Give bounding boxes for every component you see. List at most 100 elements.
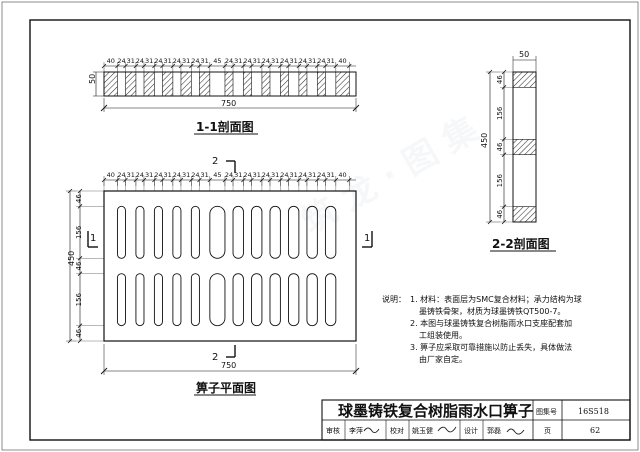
dimension-label: 31 bbox=[326, 57, 334, 65]
atlas-number: 16S518 bbox=[578, 407, 609, 416]
dimension-label: 45 bbox=[213, 57, 221, 65]
section-1-1-profile bbox=[103, 71, 357, 97]
dimension-label: 24 bbox=[173, 57, 181, 65]
dimension-tick bbox=[178, 63, 184, 69]
dimension-label: 31 bbox=[234, 171, 242, 179]
grate-slot bbox=[306, 273, 318, 327]
grate-slot bbox=[153, 205, 163, 259]
dimension-label: 24 bbox=[243, 171, 251, 179]
notes-heading: 说明： bbox=[382, 294, 406, 304]
page-number: 62 bbox=[590, 426, 600, 435]
dimension-tick bbox=[133, 63, 139, 69]
dimension-tick bbox=[487, 219, 493, 225]
plan-title: 箅子平面图 bbox=[196, 380, 256, 395]
dimension-label: 31 bbox=[127, 57, 135, 65]
dimension-tick bbox=[315, 63, 320, 69]
dimension-tick bbox=[501, 85, 507, 90]
dimension-tick bbox=[77, 271, 83, 276]
dimension-tick bbox=[501, 137, 507, 142]
section-2-2-rib bbox=[512, 71, 537, 88]
dimension-label: 24 bbox=[225, 57, 233, 65]
section-2-2-rib bbox=[512, 139, 537, 155]
dimension-tick bbox=[230, 63, 236, 69]
grate-slot bbox=[116, 205, 126, 259]
review-label: 审核 bbox=[326, 426, 340, 435]
dimension-label: 40 bbox=[338, 171, 346, 179]
dimension-label: 24 bbox=[136, 171, 144, 179]
dimension-tick bbox=[67, 188, 73, 194]
cut-2-top-label: 2 bbox=[212, 156, 218, 167]
section-1-1-rib bbox=[317, 71, 326, 97]
cut-1-right-label: 1 bbox=[364, 233, 370, 244]
dimension-label: 24 bbox=[280, 171, 288, 179]
grate-slot bbox=[116, 273, 126, 327]
designer-name: 郭磊 bbox=[487, 426, 501, 435]
section-1-1-rib bbox=[199, 71, 211, 97]
check-label: 校对 bbox=[390, 426, 404, 435]
dimension-label: 31 bbox=[127, 171, 135, 179]
dimension-label: 31 bbox=[271, 171, 279, 179]
dimension-label: 24 bbox=[154, 57, 162, 65]
dimension-label: 24 bbox=[191, 57, 199, 65]
dimension-label: 46 bbox=[75, 261, 83, 270]
dimension-label: 156 bbox=[496, 173, 504, 187]
grate-outline bbox=[103, 190, 357, 342]
grate-slot bbox=[324, 273, 337, 327]
dimension-label: 31 bbox=[200, 171, 208, 179]
dimension-tick bbox=[77, 323, 83, 328]
dimension-label: 31 bbox=[145, 171, 153, 179]
dimension-label: 46 bbox=[75, 194, 83, 203]
section-2-2-total-dim: 450 bbox=[480, 133, 489, 148]
dimension-tick bbox=[170, 63, 176, 69]
grate-slot bbox=[269, 205, 281, 259]
atlas-label: 图集号 bbox=[536, 407, 557, 416]
dimension-tick bbox=[333, 63, 339, 69]
dimension-tick bbox=[160, 63, 165, 69]
plan-width-dim: 750 bbox=[221, 361, 236, 370]
dimension-tick bbox=[487, 69, 493, 75]
section-1-1-rib bbox=[224, 71, 234, 97]
grate-slot bbox=[153, 273, 163, 327]
grate-slot bbox=[324, 205, 337, 259]
dimension-label: 31 bbox=[290, 57, 298, 65]
section-1-1-rib bbox=[261, 71, 271, 97]
note-2-line-2: 工组装使用。 bbox=[419, 330, 467, 340]
checker-name: 姚玉健 bbox=[412, 426, 433, 435]
dimension-tick bbox=[123, 63, 128, 69]
section-2-2-profile bbox=[512, 71, 537, 223]
dimension-label: 31 bbox=[308, 57, 316, 65]
section-1-1-rib bbox=[298, 71, 308, 97]
dimension-label: 24 bbox=[317, 57, 325, 65]
dimension-tick bbox=[286, 63, 291, 69]
dimension-label: 31 bbox=[253, 57, 261, 65]
note-1-line-2: 墨铸铁骨架，材质为球墨铸铁QT500-7。 bbox=[419, 306, 565, 316]
dimension-tick bbox=[115, 63, 120, 69]
section-2-2-rib bbox=[512, 206, 537, 223]
dimension-tick bbox=[249, 63, 254, 69]
grate-slot bbox=[306, 205, 318, 259]
dimension-tick bbox=[101, 63, 107, 69]
section-1-1-title: 1-1剖面图 bbox=[196, 119, 254, 134]
grate-slot bbox=[251, 205, 263, 259]
section-1-1-rib bbox=[335, 71, 350, 97]
dimension-tick bbox=[501, 219, 507, 225]
dimension-label: 24 bbox=[117, 57, 125, 65]
grate-slot bbox=[135, 205, 145, 259]
dimension-tick bbox=[197, 63, 202, 69]
dimension-label: 24 bbox=[154, 171, 162, 179]
grate-slots bbox=[116, 205, 337, 327]
section-1-1-rib bbox=[243, 71, 252, 97]
checker-signature bbox=[437, 426, 457, 433]
dimension-label: 24 bbox=[191, 171, 199, 179]
dimension-label: 24 bbox=[117, 171, 125, 179]
grate-slot bbox=[135, 273, 145, 327]
section-1-1-width-dim: 750 bbox=[221, 99, 236, 108]
main-title: 球墨铸铁复合树脂雨水口箅子 bbox=[338, 402, 533, 420]
dimension-label: 24 bbox=[173, 171, 181, 179]
grate-slot bbox=[190, 205, 200, 259]
dimension-label: 31 bbox=[200, 57, 208, 65]
